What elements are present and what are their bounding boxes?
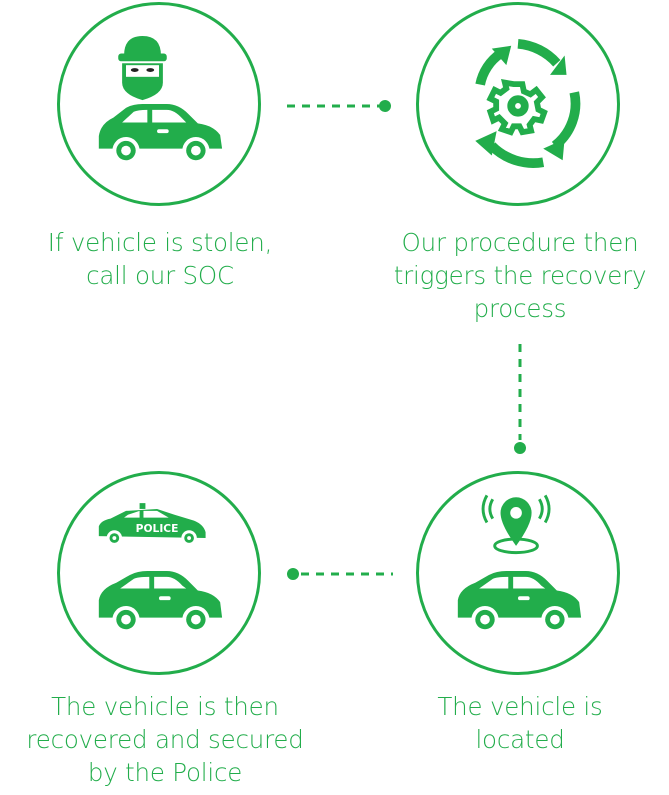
caption-line: The vehicle is [437,692,603,721]
connector-endpoint-dot [379,100,391,112]
gear-cycle-icon [475,38,581,168]
caption-line: recovered and secured [26,725,304,754]
step-vehicle-located-caption: The vehicle is located [380,690,660,756]
connector-step3-to-step4 [287,568,393,580]
caption-line: process [473,294,567,323]
caption-line: The vehicle is then [51,692,279,721]
police-car-icon: POLICE [98,503,223,634]
step-call-soc-circle [57,2,261,206]
connector-endpoint-dot [287,568,299,580]
thief-car-icon [98,36,223,165]
step-call-soc-caption: If vehicle is stolen, call our SOC [20,226,300,292]
caption-line: call our SOC [86,261,234,290]
connector-endpoint-dot [514,442,526,454]
police-label: POLICE [136,522,179,535]
connector-step2-to-step3 [514,344,526,454]
caption-line: located [475,725,565,754]
caption-line: If vehicle is stolen, [47,228,273,257]
caption-line: Our procedure then [401,228,639,257]
caption-line: triggers the recovery [393,261,647,290]
step-trigger-recovery-circle [416,2,620,206]
step-vehicle-recovered-caption: The vehicle is then recovered and secure… [0,690,330,789]
location-car-icon [457,494,582,634]
step-vehicle-located-circle [416,471,620,675]
step-trigger-recovery-caption: Our procedure then triggers the recovery… [370,226,669,325]
caption-line: by the Police [87,758,243,787]
connector-step1-to-step2 [287,100,391,112]
step-vehicle-recovered-circle: POLICE [57,471,261,675]
